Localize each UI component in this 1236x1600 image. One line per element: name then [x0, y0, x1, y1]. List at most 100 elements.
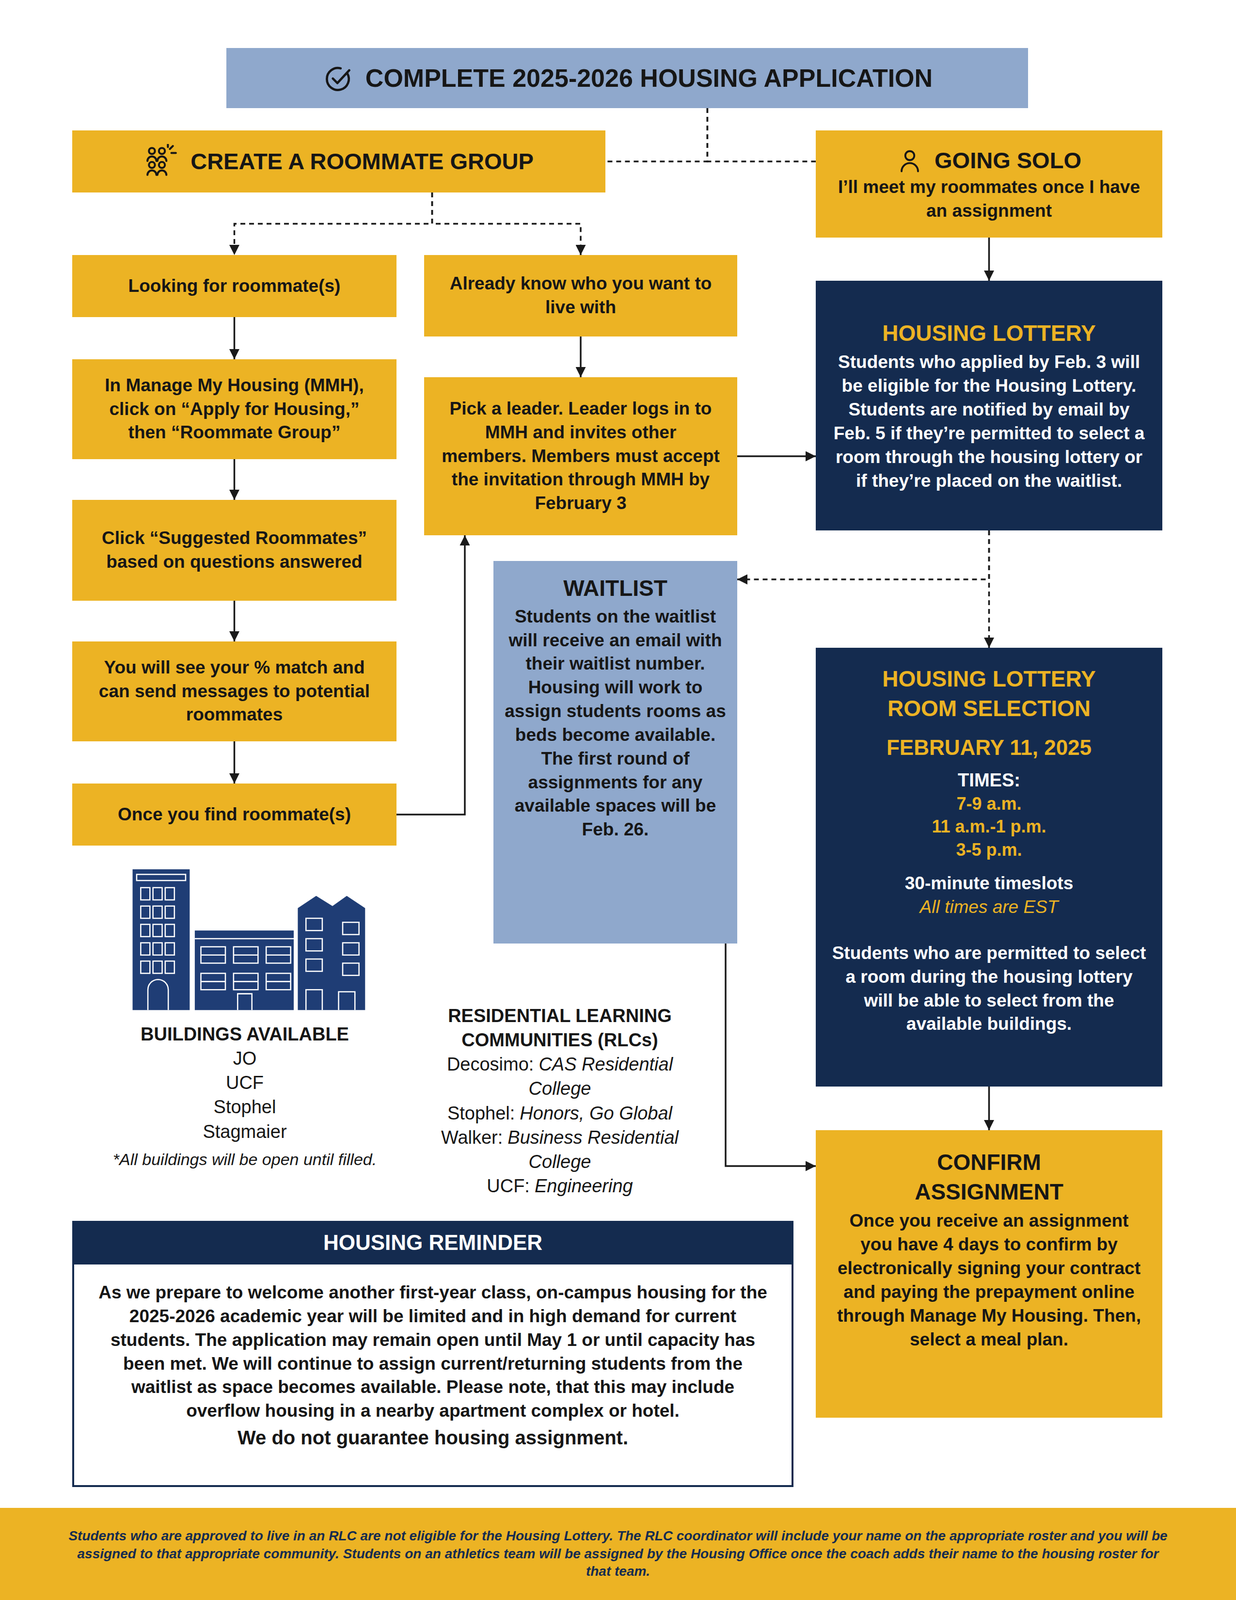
box-text: Students on the waitlist will receive an… [504, 604, 727, 842]
choice-box: GOING SOLOI’ll meet my roommates once I … [815, 130, 1163, 238]
footer-band: Students who are approved to live in an … [0, 1507, 1236, 1600]
rlc-building: Walker: [441, 1126, 503, 1148]
icon-body [157, 156, 167, 161]
box-text: We do not guarantee housing assignment. [74, 1424, 792, 1460]
icon-head [148, 161, 155, 168]
dashed-connector [988, 530, 991, 648]
buildings-illustration [127, 861, 373, 1015]
box-text: CREATE A ROOMMATE GROUP [190, 146, 534, 177]
label-line: Stophel [60, 1094, 429, 1119]
icon-head [905, 150, 915, 160]
rlc-name: Honors, Go Global [519, 1102, 673, 1124]
group-icon [143, 143, 179, 179]
box-text: Once you receive an assignment you have … [835, 1208, 1143, 1351]
footnote: *All buildings will be open until filled… [112, 1149, 377, 1169]
label-line: Walker:Business Residential College [416, 1125, 703, 1174]
box-text: COMPLETE 2025-2026 HOUSING APPLICATION [365, 61, 933, 96]
flow-arrow [233, 459, 236, 500]
flow-arrow [233, 316, 236, 360]
step-box: Pick a leader. Leader logs in to MMH and… [424, 377, 738, 536]
box-heading: HOUSING LOTTERY ROOM SELECTION [853, 664, 1126, 723]
step-box: In Manage My Housing (MMH), click on “Ap… [72, 359, 397, 460]
box-text: 7-9 a.m. [830, 792, 1148, 816]
flow-arrow [396, 535, 465, 815]
box-text: TIMES: [830, 767, 1148, 793]
box-text: Looking for roommate(s) [88, 274, 381, 299]
icon-body [157, 170, 167, 175]
box-text: Students who are approved to live in an … [67, 1526, 1169, 1581]
icon-head [148, 147, 155, 154]
step-box: You will see your % match and can send m… [72, 641, 397, 742]
box-text: In Manage My Housing (MMH), click on “Ap… [88, 373, 381, 445]
box-text: Already know who you want to live with [440, 271, 721, 320]
selection-panel: HOUSING LOTTERY ROOM SELECTION FEBRUARY 1… [815, 647, 1163, 1087]
icon-body [901, 162, 919, 172]
box-text: I’ll meet my roommates once I have an as… [832, 175, 1146, 223]
lottery-panel: HOUSING LOTTERYStudents who applied by F… [815, 280, 1163, 531]
label-line: BUILDINGS AVAILABLE [60, 1021, 429, 1046]
icon-head [158, 161, 165, 168]
rlc-building: UCF: [486, 1175, 530, 1196]
flow-arrow [988, 1086, 991, 1130]
icon-head [158, 147, 165, 154]
reminder-box: HOUSING REMINDERAs we prepare to welcome… [72, 1220, 794, 1487]
list-heading: BUILDINGS AVAILABLE [140, 1023, 349, 1045]
choice-box: CREATE A ROOMMATE GROUP [72, 130, 606, 193]
person-icon-strokes [901, 150, 919, 172]
icon-body [147, 156, 157, 161]
box-heading: CONFIRM ASSIGNMENT [882, 1147, 1096, 1206]
step-box: Looking for roommate(s) [72, 254, 397, 317]
list-heading: RESIDENTIAL LEARNING COMMUNITIES (RLCs) [447, 1005, 672, 1050]
person-icon [896, 147, 923, 174]
icon-row: GOING SOLO [832, 145, 1146, 176]
dashed-connector [707, 108, 816, 162]
box-text: 30-minute timeslots [830, 871, 1148, 896]
label-line: Decosimo:CAS Residential College [416, 1051, 703, 1101]
icon-row: COMPLETE 2025-2026 HOUSING APPLICATION [240, 61, 1014, 96]
label-line: RESIDENTIAL LEARNING COMMUNITIES (RLCs) [416, 1003, 703, 1052]
box-text: 11 a.m.-1 p.m. [830, 814, 1148, 839]
label-line: Stagmaier [60, 1119, 429, 1144]
group-icon-strokes [147, 144, 176, 175]
label-line: Stophel:Honors, Go Global [416, 1100, 703, 1126]
dashed-connector [605, 108, 708, 162]
confirm-box: CONFIRM ASSIGNMENTOnce you receive an as… [815, 1129, 1163, 1418]
flow-arrow [233, 600, 236, 642]
check-icon-strokes [326, 67, 349, 90]
rlc-list: RESIDENTIAL LEARNING COMMUNITIES (RLCs)D… [416, 1003, 703, 1198]
building-name: Stophel [213, 1096, 277, 1117]
rlc-name: CAS Residential College [528, 1053, 674, 1099]
box-text: Pick a leader. Leader logs in to MMH and… [440, 396, 721, 516]
rlc-name: Engineering [534, 1175, 634, 1196]
check-icon [321, 62, 354, 95]
box-text: Click “Suggested Roommates” based on que… [88, 526, 381, 574]
box-text: All times are EST [830, 895, 1148, 920]
box-text: Once you find roommate(s) [88, 802, 381, 827]
icon-body [147, 170, 157, 175]
box-text: Students who applied by Feb. 3 will be e… [832, 350, 1146, 493]
building-name: Stagmaier [202, 1121, 287, 1142]
box-text: As we prepare to welcome another first-y… [74, 1264, 792, 1425]
label-line: JO [60, 1045, 429, 1071]
dashed-connector [737, 530, 990, 580]
box-heading: WAITLIST [504, 573, 727, 603]
icon-ring [326, 67, 349, 90]
rlc-building: Decosimo: [446, 1053, 535, 1075]
icon-tick [332, 70, 349, 83]
rlc-building: Stophel: [447, 1102, 515, 1124]
building-name: JO [233, 1047, 257, 1069]
flow-arrow [233, 741, 236, 784]
box-text: FEBRUARY 11, 2025 [830, 733, 1148, 762]
flow-arrow [737, 455, 816, 458]
building-name: UCF [225, 1072, 264, 1093]
flow-arrow [579, 336, 582, 378]
building-list: BUILDINGS AVAILABLEJO UCF StophelStagmaier… [60, 1021, 429, 1171]
step-box: Already know who you want to live with [424, 254, 738, 337]
icon-row: CREATE A ROOMMATE GROUP [86, 143, 591, 179]
box-text: 3-5 p.m. [830, 838, 1148, 862]
label-line: UCF [60, 1070, 429, 1095]
box-text: You will see your % match and can send m… [88, 655, 381, 727]
rlc-name: Business Residential College [507, 1126, 679, 1172]
flow-arrow [725, 943, 816, 1166]
